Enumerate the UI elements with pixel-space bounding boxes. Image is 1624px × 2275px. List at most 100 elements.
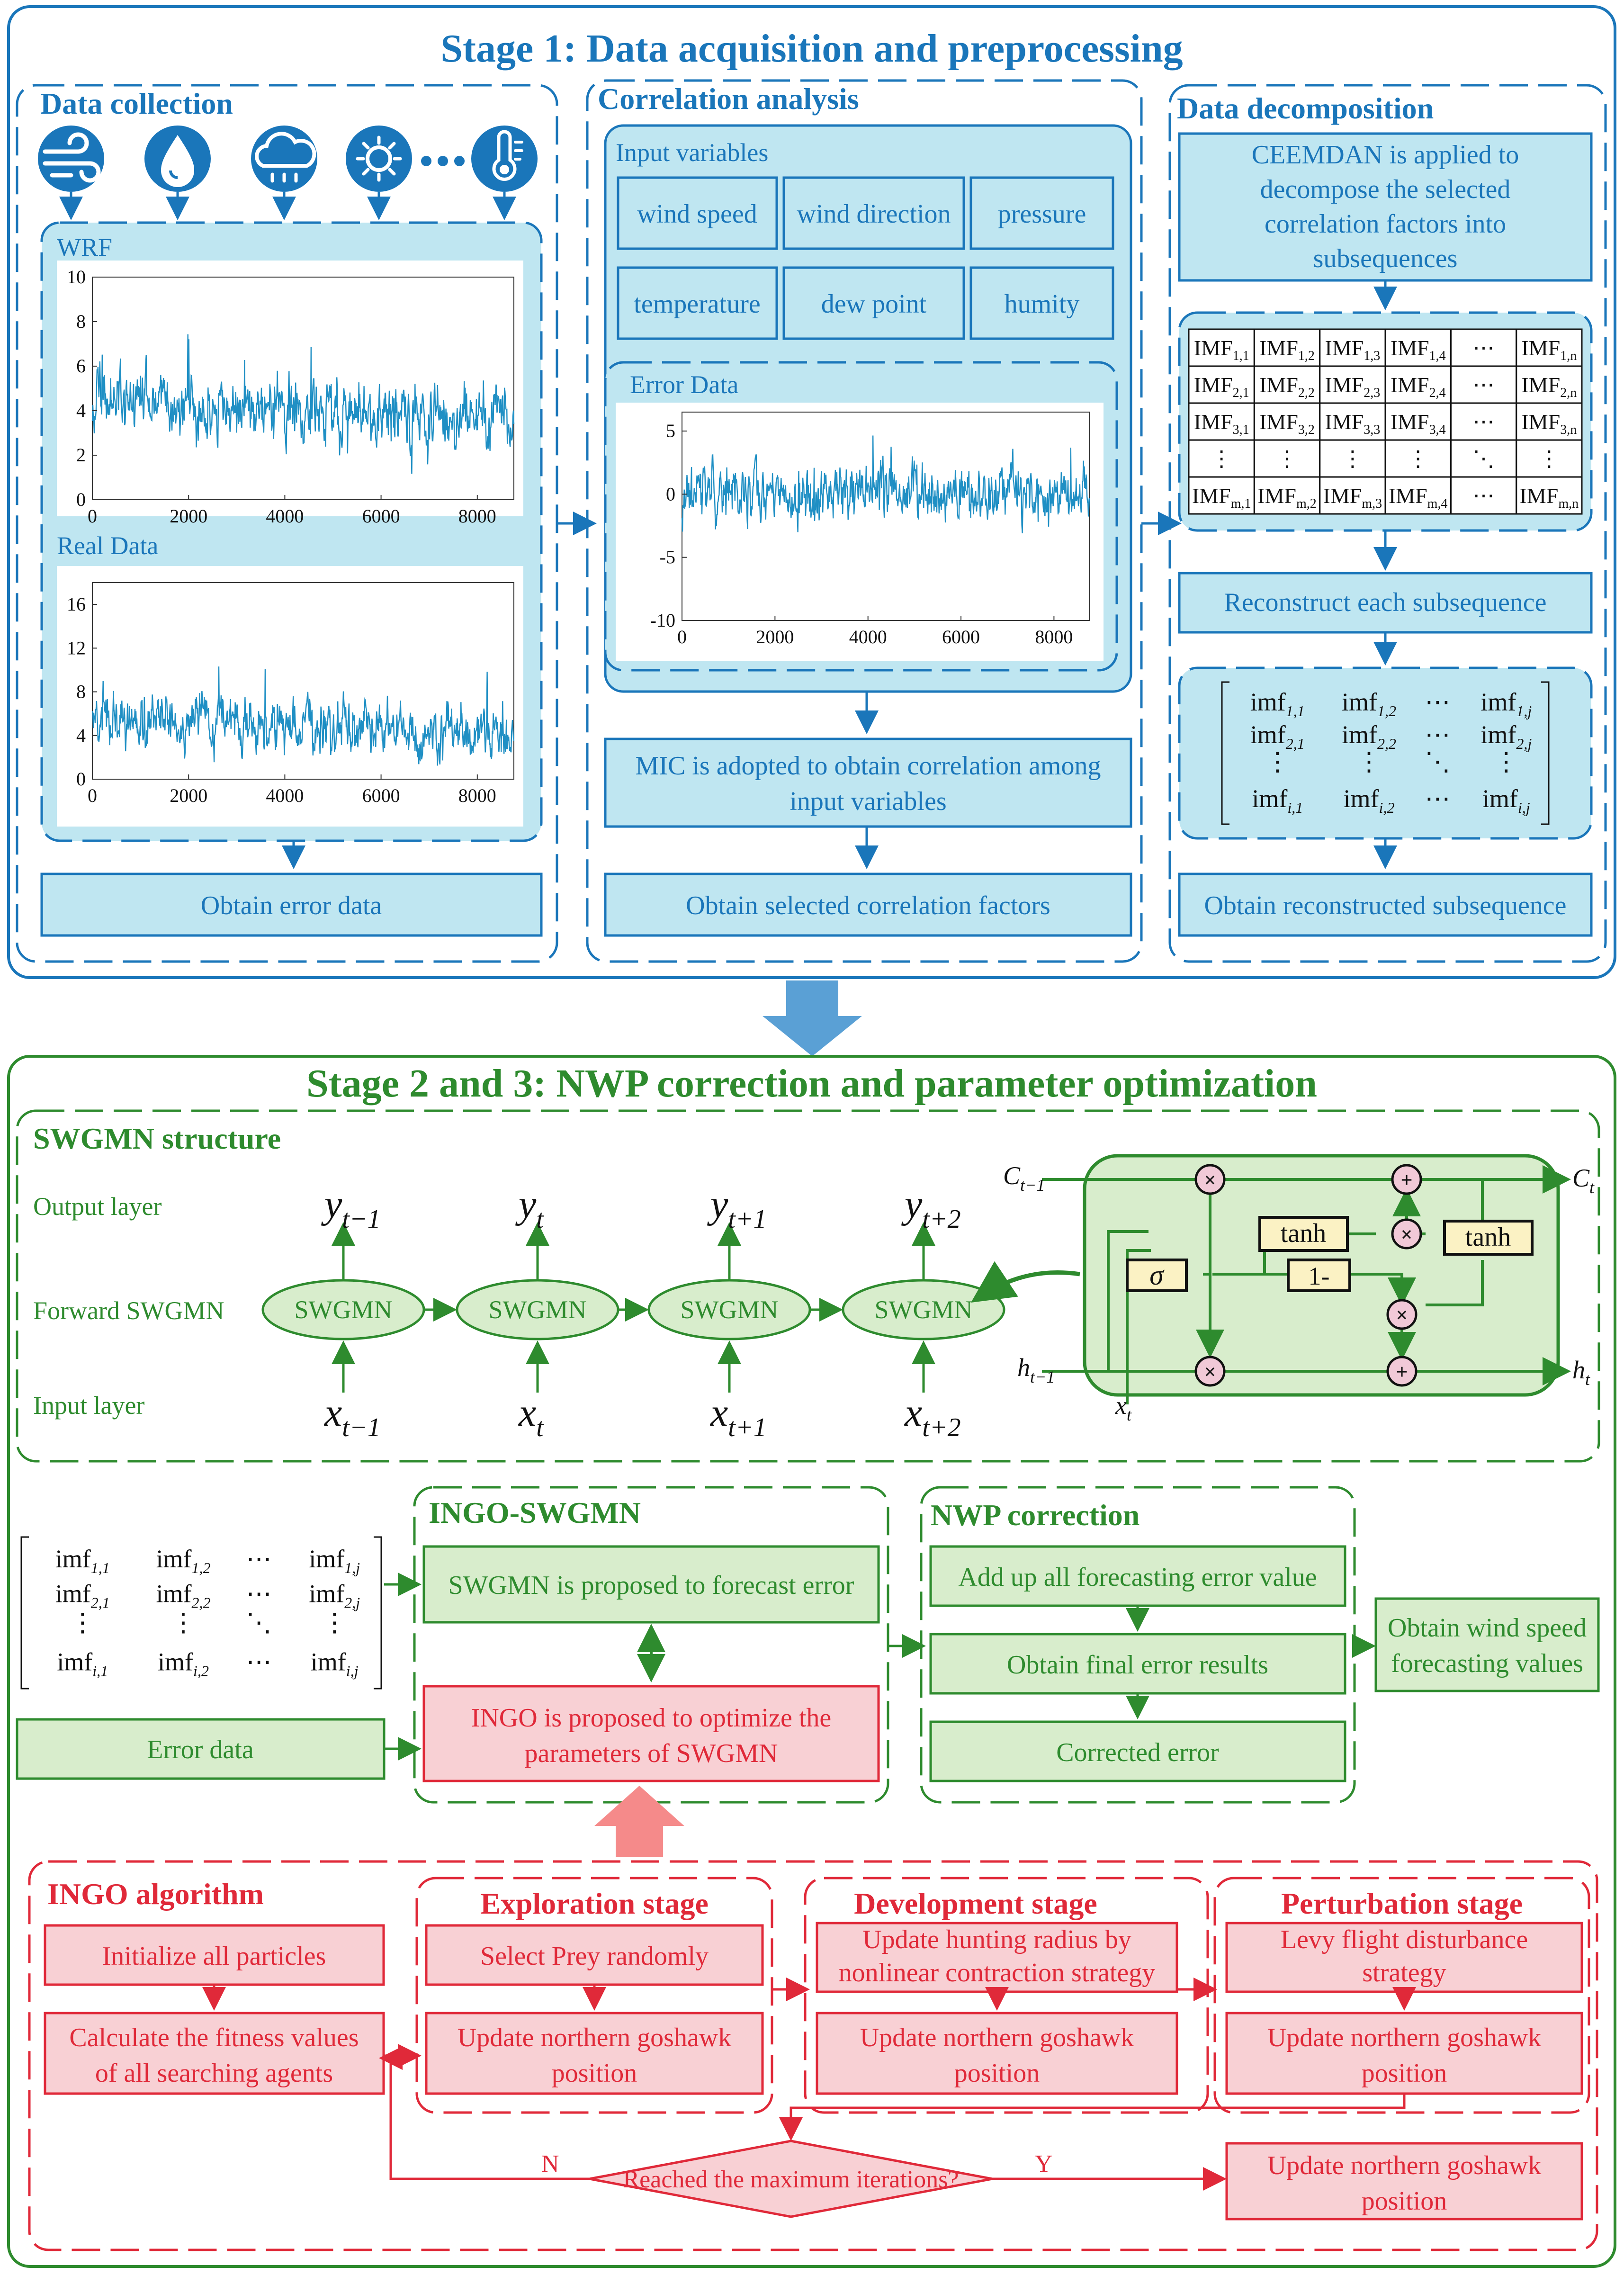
error-data-text: Error data [147,1735,254,1764]
perturbation-update-box [1225,2012,1583,2095]
x-tick-label: 2000 [756,626,794,647]
optimize-text-line2: parameters of SWGMN [525,1739,778,1768]
imf-cell-label: IMF1,n [1521,336,1577,363]
fitness-line1: Calculate the fitness values [69,2023,359,2052]
gate-multiply-node: × [1194,1164,1226,1195]
obtain-wind-line1: Obtain wind speed [1388,1613,1587,1643]
init-box [44,1924,385,1986]
forward-swgmn-label: Forward SWGMN [33,1296,224,1325]
swgmn-cell-label: SWGMN [294,1295,392,1324]
matrix-entry: imfi,2 [1344,784,1395,816]
imf-cell-label: IMFm,3 [1323,484,1382,511]
matrix-right-bracket [374,1536,382,1690]
obtain-reconstructed-box [1178,872,1593,937]
no-label: N [541,2150,559,2177]
nwp-correction-panel: NWP correction Add up all forecasting er… [920,1486,1356,1804]
stage2-panel: Stage 2 and 3: NWP correction and parame… [7,1055,1616,2268]
output-variable: yt+2 [901,1182,961,1234]
mic-text-line1: MIC is adopted to obtain correlation amo… [636,751,1101,781]
matrix-entry: ⋯ [246,1580,272,1608]
imf-cell-label: ⋮ [1342,447,1364,471]
forecast-box [422,1545,880,1624]
matrix-entry: imf2,2 [1342,720,1396,752]
gate-multiply-node: × [1386,1299,1418,1330]
imf-cell-label: ⋯ [1473,336,1495,360]
y-tick-label: 0 [76,489,86,510]
x-tick-label: 0 [88,785,97,806]
matrix-entry: ⋯ [1425,720,1450,749]
imf-cell-label: IMF2,2 [1259,373,1315,400]
imf-cell-label: ⋮ [1211,447,1232,471]
swgmn-structure-panel: SWGMN structure Output layer Forward SWG… [16,1109,1600,1463]
imf-cell-label: ⋮ [1407,447,1429,471]
ingo-swgmn-panel: INGO-SWGMN SWGMN is proposed to forecast… [413,1486,889,1804]
imf-cell-label: IMF3,n [1521,410,1577,437]
y-tick-label: 2 [76,444,86,466]
imf-cell-label: ⋯ [1473,410,1495,434]
imf-cell-label: IMF1,1 [1194,336,1249,363]
matrix-right-bracket [1541,681,1550,825]
obtain-wind-line2: forecasting values [1391,1649,1583,1678]
imf-cell-label: IMFm,1 [1192,484,1251,511]
thermometer-icon [471,126,538,192]
matrix-entry: imf1,j [1480,688,1532,719]
y-tick-label: -10 [650,610,675,631]
output-layer-label: Output layer [33,1192,162,1221]
svg-text:+: + [1400,1169,1412,1192]
input-layer-label: Input layer [33,1391,144,1420]
y-tick-label: 10 [67,266,86,288]
tanh-label: tanh [1281,1219,1326,1248]
real-chart-bg [57,566,523,827]
input-variable: xt+2 [904,1391,961,1442]
matrix-entry: imf1,2 [156,1545,211,1576]
arrow-no-loop [379,2046,590,2180]
imf-cell-label: IMF2,4 [1391,373,1446,400]
obtain-selected-box [604,872,1132,937]
optimize-text-line1: INGO is proposed to optimize the [471,1703,832,1733]
y-tick-label: 16 [67,593,86,615]
one-minus-label: 1- [1309,1262,1330,1290]
tanh-label: tanh [1465,1223,1511,1252]
matrix-entry: imfi,2 [158,1648,209,1680]
stage2-title: Stage 2 and 3: NWP correction and parame… [306,1061,1317,1106]
svg-text:×: × [1400,1223,1412,1246]
corrected-error-text: Corrected error [1056,1738,1219,1767]
error-data-label: Error Data [630,370,738,399]
levy-line1: Levy flight disturbance [1281,1925,1528,1954]
decision-diamond [589,2140,993,2218]
variable-pressure: pressure [998,199,1086,229]
matrix-entry: imf2,j [309,1580,360,1611]
exploration-update-box [425,2012,764,2095]
ceemdan-box [1178,132,1593,282]
obtain-wind-box [1374,1597,1600,1692]
gate-multiply-node: × [1194,1356,1226,1387]
perturbation-update-line2: position [1362,2059,1447,2088]
decomposition-title: Data decomposition [1177,91,1434,125]
data-collection-title: Data collection [40,87,233,120]
exploration-update-line2: position [552,2059,637,2088]
reconstruct-box [1178,572,1593,634]
matrix-entry: ⋮ [322,1608,347,1637]
variable-humity: humity [1005,289,1080,319]
imf-cell-label: ⋮ [1276,447,1298,471]
chart-series-line [681,435,1090,533]
corrected-error-box [929,1720,1346,1782]
x-tick-label: 0 [88,505,97,527]
y-tick-label: 0 [76,768,86,790]
matrix-left-bracket [20,1536,29,1690]
fitness-line2: of all searching agents [95,2059,333,2088]
x-t-label: xt [1115,1391,1132,1424]
imf-cell-label: ⋱ [1473,447,1495,471]
svg-text:×: × [1204,1169,1216,1192]
y-tick-label: 8 [76,311,86,332]
imf-cell-label: IMF2,n [1521,373,1577,400]
ingo-algorithm-panel: INGO algorithm Initialize all particles … [28,1860,1598,2251]
input-variable: xt−1 [323,1391,381,1442]
raindrop-icon [144,126,211,192]
wrf-label: WRF [57,233,112,261]
